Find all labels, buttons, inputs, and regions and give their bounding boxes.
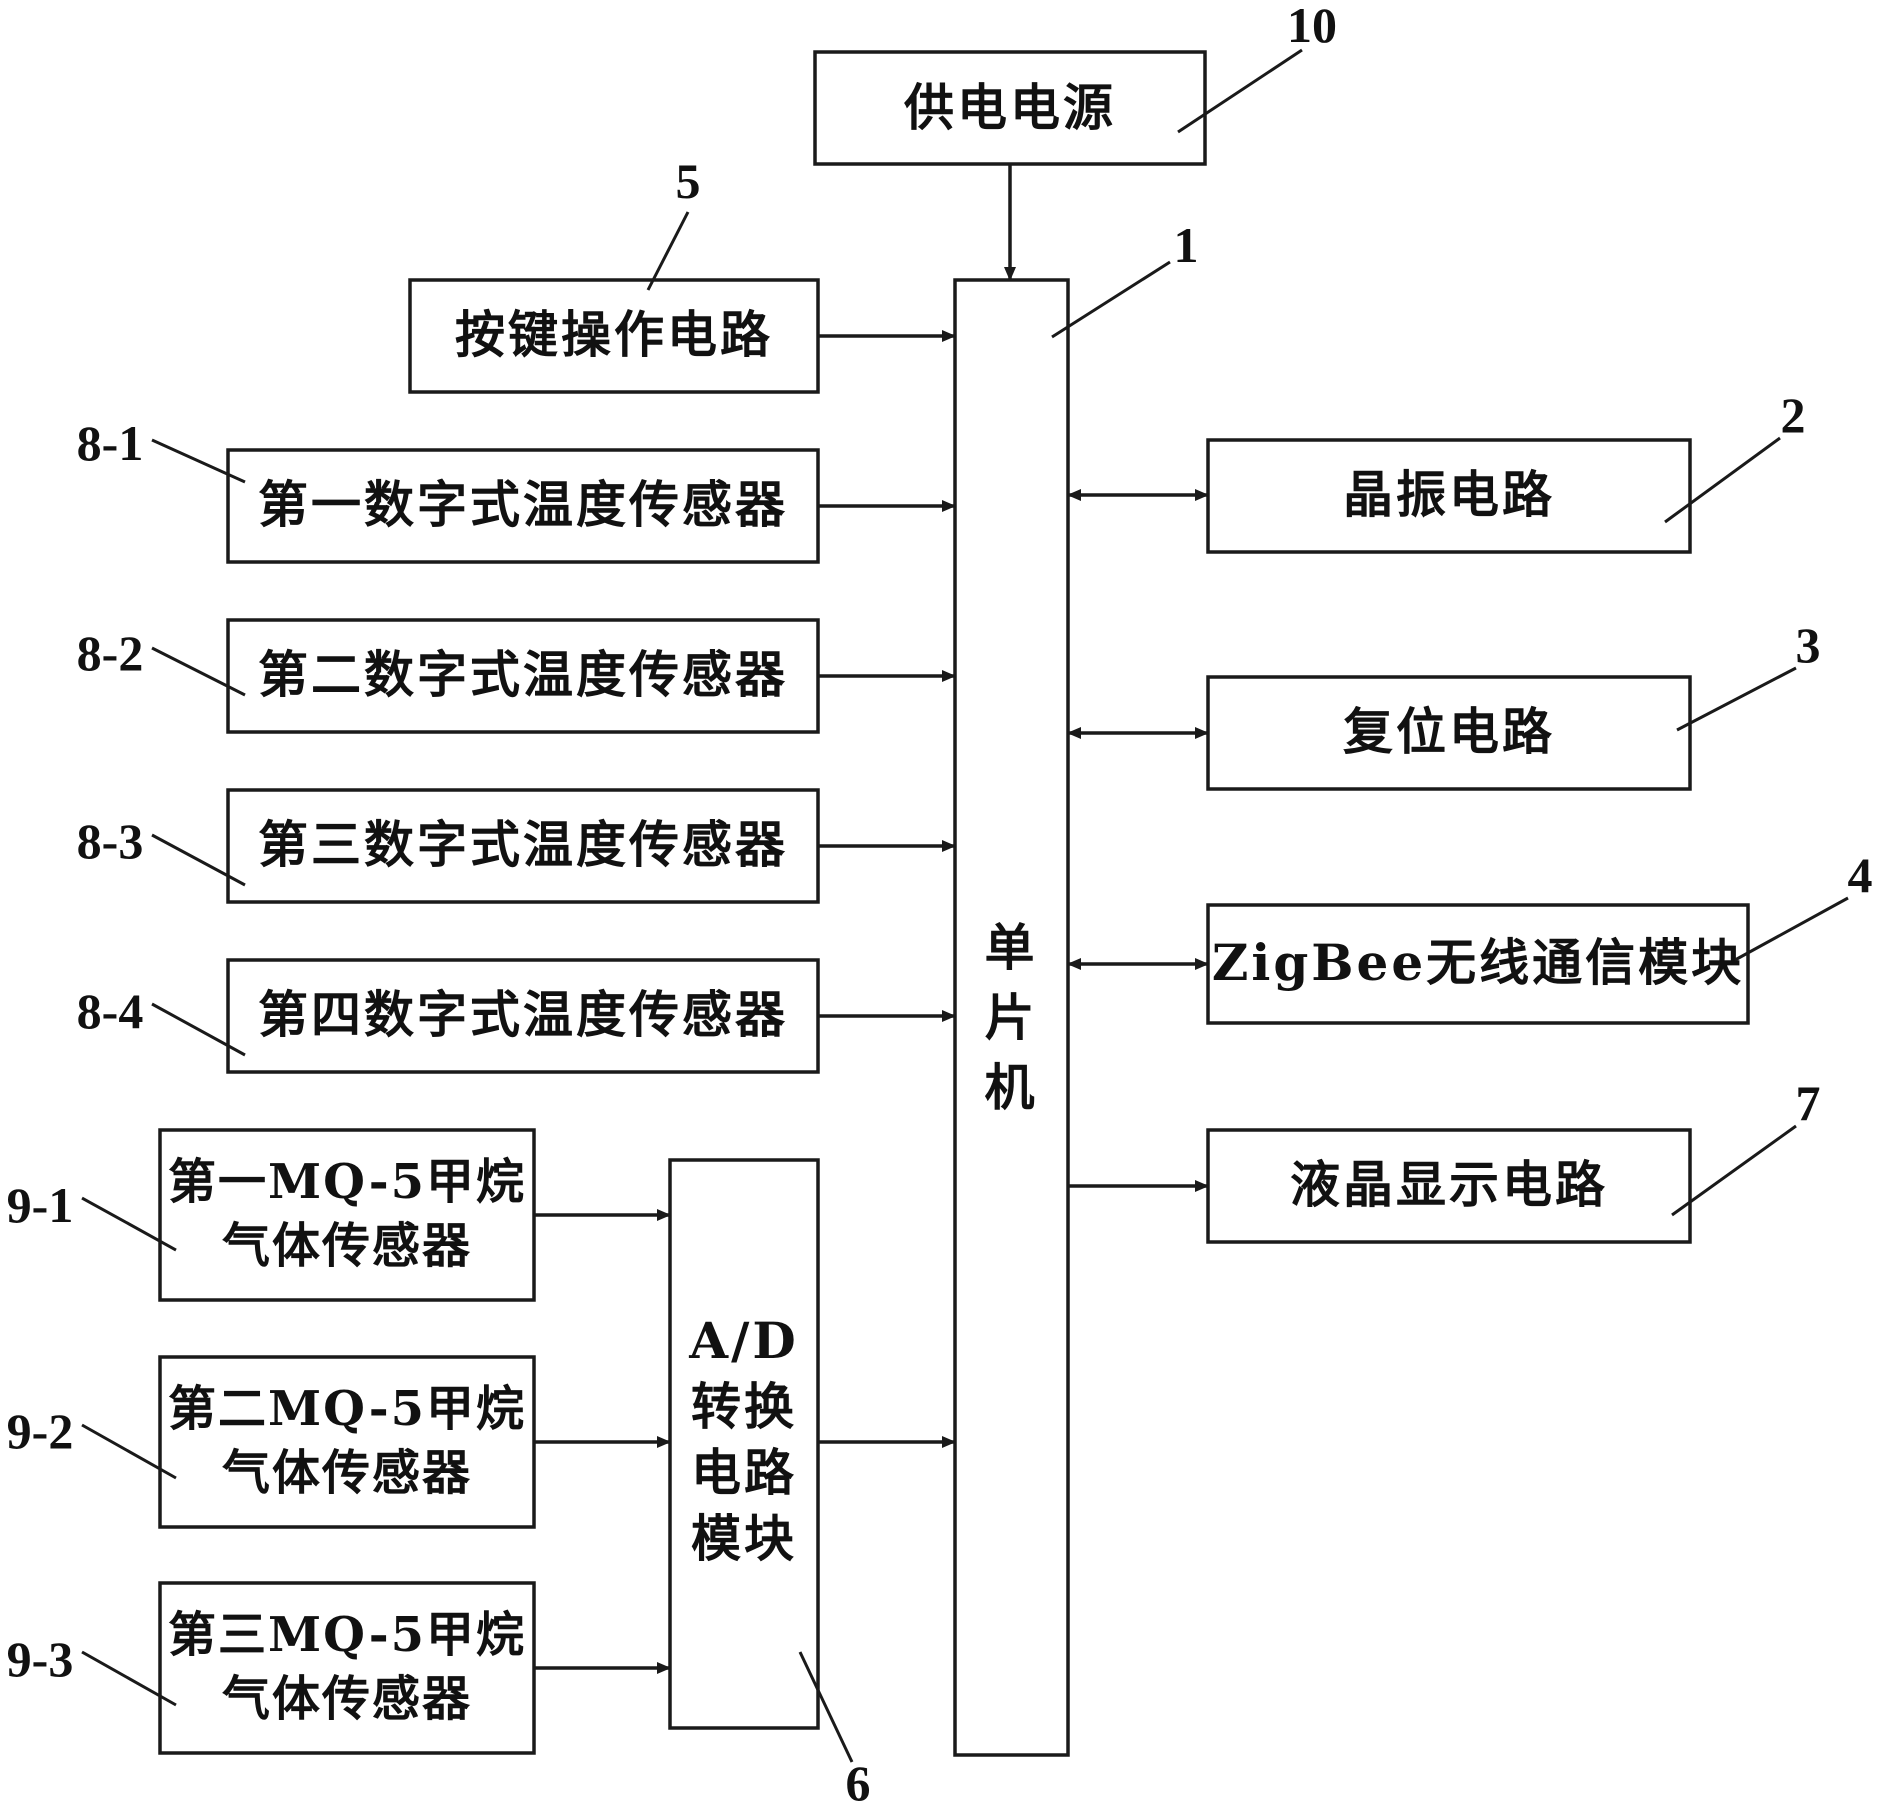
leader-reset	[1676, 666, 1797, 732]
reset-label: 复位电路	[1343, 702, 1555, 761]
temp-sensor-4-label: 第四数字式温度传感器	[258, 985, 788, 1044]
ref-gas2: 9-2	[7, 1403, 74, 1459]
temp-sensor-3-block: 第三数字式温度传感器	[226, 788, 820, 904]
ref-temp1: 8-1	[77, 415, 144, 471]
gas-sensor-1-block: 第一MQ-5甲烷 气体传感器	[158, 1128, 536, 1302]
leader-mcu	[1051, 260, 1171, 339]
ref-reset: 3	[1796, 617, 1821, 673]
temp-sensor-1-block: 第一数字式温度传感器	[226, 448, 820, 564]
ref-power: 10	[1287, 0, 1337, 53]
power-supply-label: 供电电源	[904, 78, 1116, 137]
crystal-label: 晶振电路	[1343, 465, 1555, 524]
adc-label-3: 电路	[691, 1443, 797, 1502]
leader-keypad	[646, 211, 690, 291]
ref-crystal: 2	[1781, 387, 1806, 443]
ref-gas3: 9-3	[7, 1631, 74, 1687]
gas-sensor-3-label-1: 第三MQ-5甲烷	[168, 1607, 526, 1663]
leader-temp4	[151, 1002, 246, 1057]
temp-sensor-2-block: 第二数字式温度传感器	[226, 618, 820, 734]
power-supply-block: 供电电源	[813, 50, 1207, 166]
ref-temp2: 8-2	[77, 625, 144, 681]
adc-label-4: 模块	[691, 1509, 797, 1568]
adc-label-1: A/D	[688, 1311, 798, 1370]
adc-block: A/D 转换 电路 模块	[668, 1158, 820, 1730]
gas-sensor-2-label-1: 第二MQ-5甲烷	[168, 1381, 526, 1437]
keypad-label: 按键操作电路	[455, 305, 773, 364]
leader-lcd	[1671, 1124, 1797, 1217]
crystal-block: 晶振电路	[1206, 438, 1692, 554]
mcu-label-1: 单	[985, 918, 1038, 977]
leader-temp1	[151, 438, 246, 484]
mcu-label-2: 片	[985, 988, 1038, 1047]
temp-sensor-1-label: 第一数字式温度传感器	[258, 475, 788, 534]
leader-adc	[798, 1651, 854, 1763]
leader-temp2	[151, 646, 246, 697]
leader-temp3	[151, 833, 246, 887]
reset-block: 复位电路	[1206, 675, 1692, 791]
leader-zigbee	[1734, 896, 1849, 962]
leader-gas1	[81, 1196, 177, 1252]
leader-crystal	[1664, 436, 1781, 524]
mcu-block: 单 片 机	[953, 278, 1070, 1757]
zigbee-block: ZigBee无线通信模块	[1206, 903, 1750, 1025]
temp-sensor-3-label: 第三数字式温度传感器	[258, 815, 788, 874]
ref-temp3: 8-3	[77, 813, 144, 869]
ref-lcd: 7	[1796, 1075, 1821, 1131]
lcd-block: 液晶显示电路	[1206, 1128, 1692, 1244]
zigbee-label: ZigBee无线通信模块	[1212, 933, 1744, 992]
ref-mcu: 1	[1174, 217, 1199, 273]
gas-sensor-3-block: 第三MQ-5甲烷 气体传感器	[158, 1581, 536, 1755]
ref-gas1: 9-1	[7, 1177, 74, 1233]
keypad-block: 按键操作电路	[408, 278, 820, 394]
gas-sensor-1-label-2: 气体传感器	[222, 1218, 472, 1274]
ref-keypad: 5	[676, 153, 701, 209]
gas-sensor-3-label-2: 气体传感器	[222, 1671, 472, 1727]
gas-sensor-2-block: 第二MQ-5甲烷 气体传感器	[158, 1355, 536, 1529]
leader-gas2	[81, 1423, 177, 1480]
leader-gas3	[81, 1650, 177, 1707]
leader-power	[1177, 48, 1303, 134]
gas-sensor-2-label-2: 气体传感器	[222, 1445, 472, 1501]
temp-sensor-2-label: 第二数字式温度传感器	[258, 645, 788, 704]
ref-zigbee: 4	[1848, 847, 1873, 903]
gas-sensor-1-label-1: 第一MQ-5甲烷	[168, 1154, 526, 1210]
ref-temp4: 8-4	[77, 983, 144, 1039]
mcu-label-3: 机	[985, 1058, 1038, 1117]
lcd-label: 液晶显示电路	[1290, 1155, 1608, 1214]
ref-adc: 6	[846, 1755, 871, 1810]
adc-label-2: 转换	[691, 1377, 797, 1436]
temp-sensor-4-block: 第四数字式温度传感器	[226, 958, 820, 1074]
